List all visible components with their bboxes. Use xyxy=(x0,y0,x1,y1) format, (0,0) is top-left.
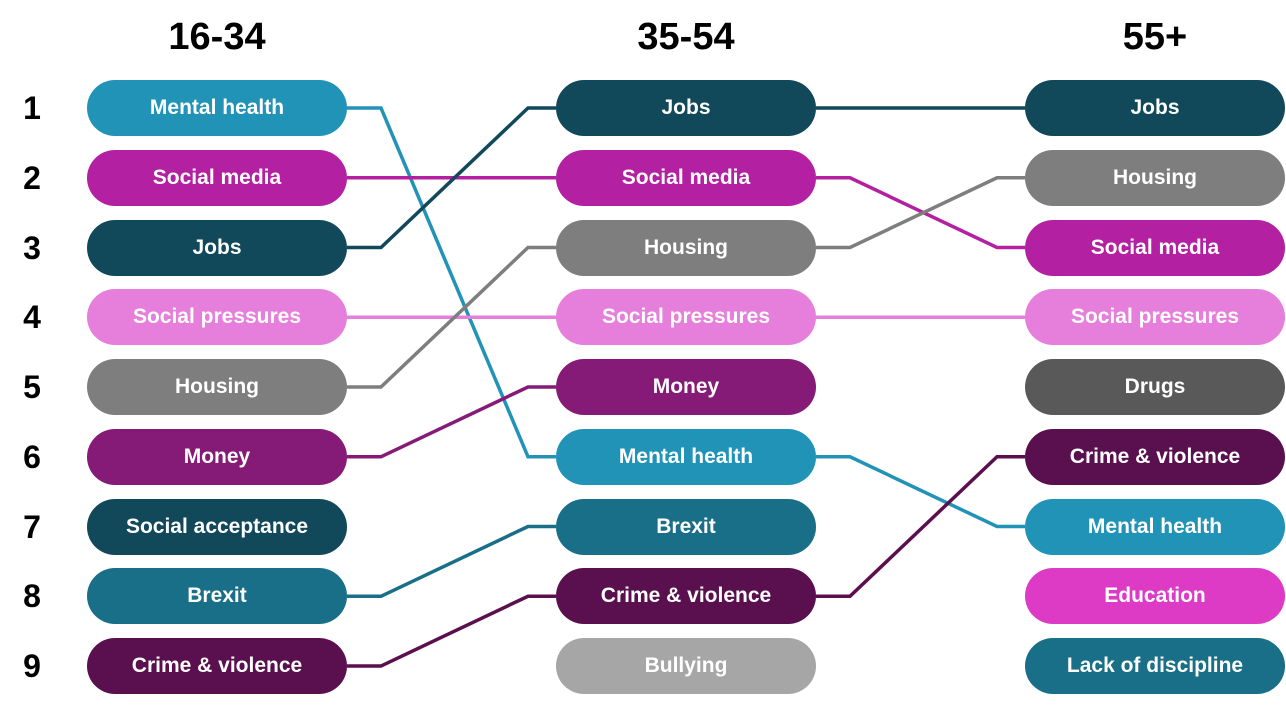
topic-pill: Social acceptance xyxy=(87,498,347,555)
topic-pill: Mental health xyxy=(556,428,816,485)
topic-pill: Money xyxy=(87,428,347,485)
rank-label: 3 xyxy=(23,229,41,266)
column-header-2: 55+ xyxy=(1122,16,1188,58)
connector-line xyxy=(347,245,556,389)
topic-pill: Housing xyxy=(1025,149,1285,206)
column-header-1: 35-54 xyxy=(637,16,735,58)
topic-pill: Mental health xyxy=(1025,498,1285,555)
topic-pill: Jobs xyxy=(556,80,816,136)
topic-pill: Mental health xyxy=(87,80,347,136)
rank-label: 9 xyxy=(23,648,41,684)
topic-pill: Crime & violence xyxy=(556,568,816,625)
connector-line xyxy=(347,524,556,598)
topic-pill: Jobs xyxy=(1025,80,1285,136)
connector-line xyxy=(347,385,556,459)
topic-pill: Money xyxy=(556,359,816,415)
connector-line xyxy=(347,106,556,459)
topic-pill: Jobs xyxy=(87,219,347,276)
topic-pill: Social pressures xyxy=(87,289,347,346)
topic-pill: Bullying xyxy=(556,638,816,694)
topic-pill: Brexit xyxy=(556,498,816,555)
topic-pill: Social media xyxy=(556,149,816,206)
connector-line xyxy=(816,455,1025,529)
topic-pill: Lack of discipline xyxy=(1025,638,1285,694)
connector-line xyxy=(816,455,1025,598)
rank-label: 7 xyxy=(23,508,41,545)
connector-line xyxy=(347,106,556,250)
topic-pill: Crime & violence xyxy=(1025,428,1285,485)
connector-line xyxy=(816,176,1025,250)
column-header-0: 16-34 xyxy=(168,16,266,58)
rank-label: 6 xyxy=(23,438,41,475)
topic-pill: Education xyxy=(1025,568,1285,625)
topic-pill: Drugs xyxy=(1025,359,1285,415)
topic-pill: Social pressures xyxy=(1025,289,1285,346)
rank-label: 4 xyxy=(23,299,41,336)
topic-pill: Social media xyxy=(87,149,347,206)
topic-pill: Brexit xyxy=(87,568,347,625)
rank-label: 5 xyxy=(23,369,41,405)
connector-line xyxy=(347,594,556,668)
topic-pill: Social pressures xyxy=(556,289,816,346)
rank-label: 2 xyxy=(23,159,41,196)
rank-label: 8 xyxy=(23,578,41,615)
topic-pill: Crime & violence xyxy=(87,638,347,694)
topic-pill: Housing xyxy=(87,359,347,415)
topic-pill: Housing xyxy=(556,219,816,276)
topic-pill: Social media xyxy=(1025,219,1285,276)
rank-label: 1 xyxy=(23,90,41,126)
